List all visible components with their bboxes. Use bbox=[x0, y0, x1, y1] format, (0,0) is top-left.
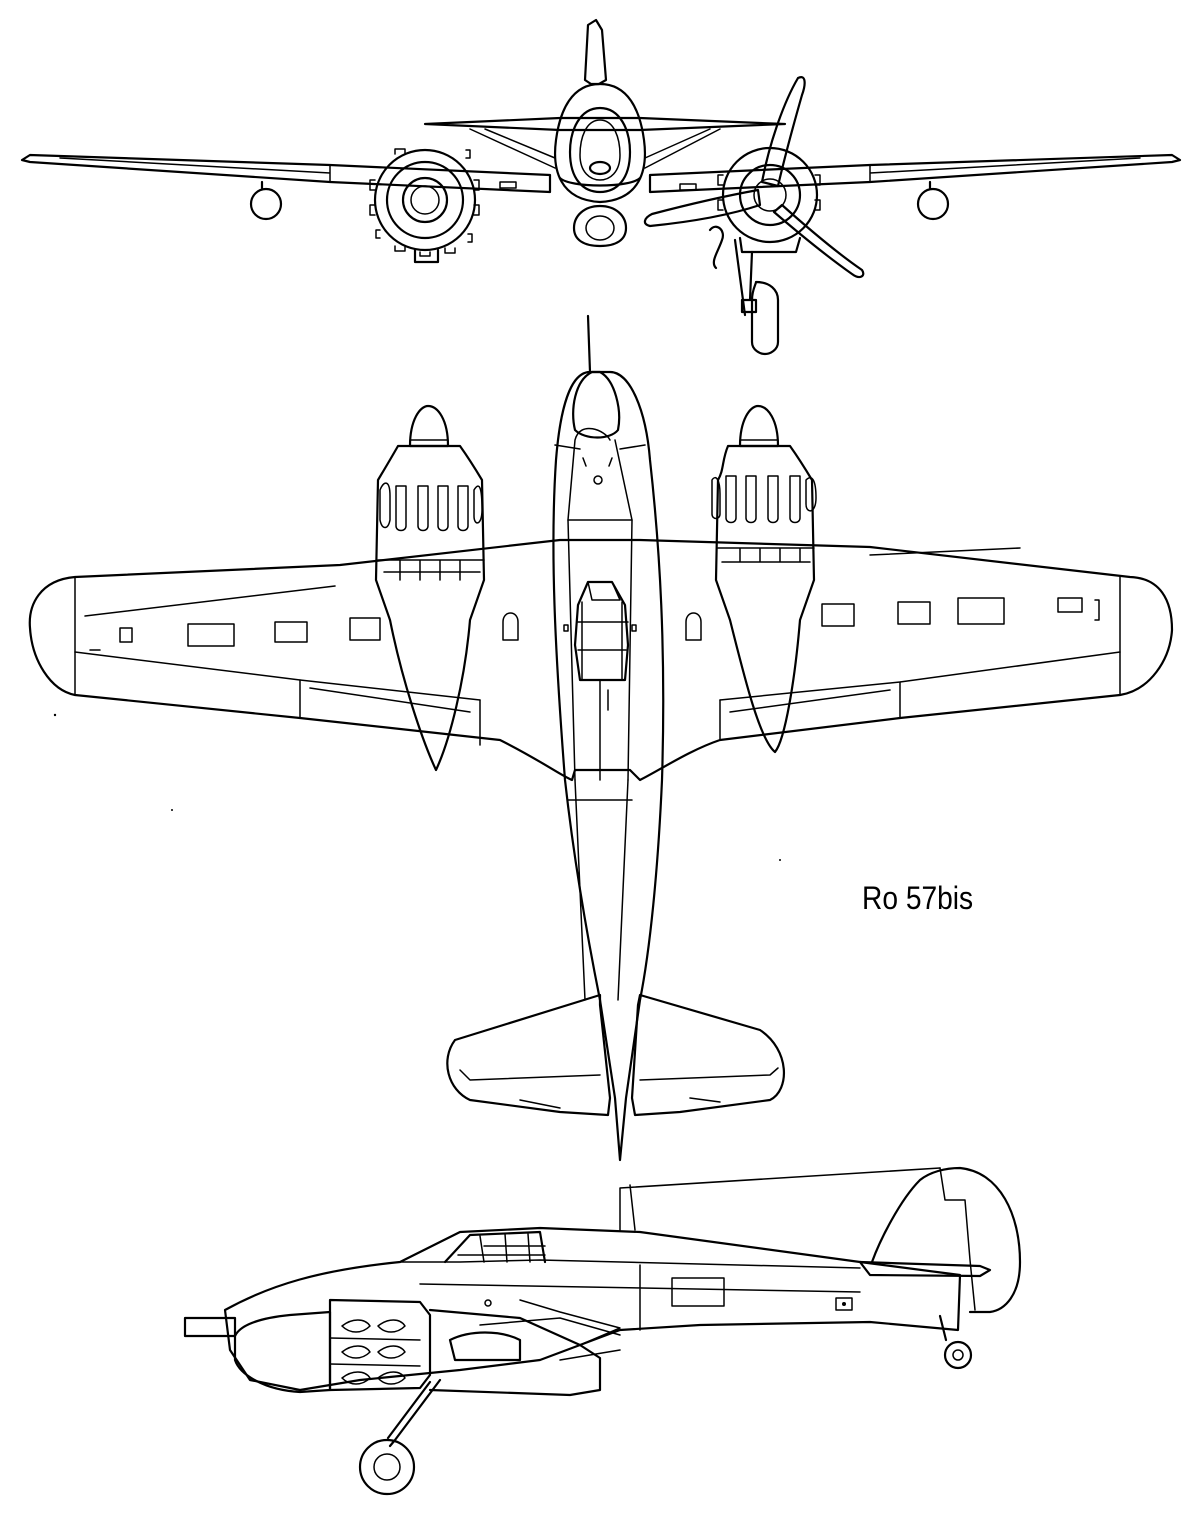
front-view bbox=[20, 18, 1182, 356]
front-right-engine-icon bbox=[717, 146, 821, 254]
front-left-engine-icon bbox=[369, 148, 480, 264]
plan-left-engine-icon bbox=[374, 404, 486, 772]
side-canopy-icon bbox=[443, 1230, 547, 1264]
front-landing-gear-icon bbox=[708, 225, 758, 317]
front-right-wing-icon bbox=[648, 153, 1182, 194]
plan-tailplane-icon bbox=[446, 993, 612, 1117]
plan-cockpit-icon bbox=[563, 580, 637, 781]
aircraft-designation: Ro 57bis bbox=[862, 880, 974, 916]
front-propeller-icon bbox=[643, 76, 865, 279]
front-left-wing-icon bbox=[20, 153, 552, 194]
side-view bbox=[183, 1166, 1022, 1496]
front-fin-icon bbox=[583, 18, 608, 86]
plan-view bbox=[28, 314, 1174, 1162]
side-fuselage-icon bbox=[223, 1226, 962, 1392]
plan-right-engine-icon bbox=[711, 404, 817, 754]
front-tailplane-icon bbox=[423, 116, 787, 132]
side-landing-gear-icon bbox=[358, 1378, 442, 1496]
front-fuselage-icon bbox=[554, 82, 646, 204]
plan-fuselage-icon bbox=[552, 370, 665, 1162]
plan-wing-icon bbox=[28, 538, 1174, 782]
side-engine-icon bbox=[183, 1298, 621, 1397]
